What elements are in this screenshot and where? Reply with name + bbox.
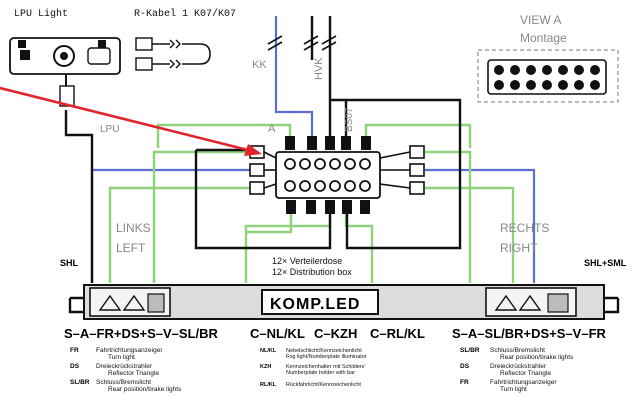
legend-de: Rückfahrlicht/Kennzeichenlicht — [286, 382, 361, 388]
lpu-light-title: LPU Light — [14, 8, 68, 20]
legend-de: Dreieckrückstrahler — [96, 363, 153, 370]
kk-label: KK — [252, 59, 267, 71]
view-a-montage: VIEW A Montage — [477, 13, 619, 103]
shl-sml-label: SHL+SML — [584, 258, 627, 268]
distribution-box-label: 12× Distribution box — [272, 267, 352, 277]
pointer-arrow — [0, 86, 262, 156]
legend-en: Numberplate holder with bar — [286, 370, 355, 376]
r-kabel: R-Kabel 1 K07/K07 — [134, 8, 236, 71]
left-lamp-codes: S–A–FR+DS+S–V–SL/BR — [64, 326, 219, 341]
legend-code: FR — [70, 347, 79, 354]
center-code-rl-kl: C–RL/KL — [370, 326, 425, 341]
verteilerdose-label: 12× Verteilerdose — [272, 256, 342, 266]
legend-code: SL/BR — [460, 347, 480, 354]
legend-en: Turn light — [500, 386, 527, 393]
links-label: LINKS — [116, 221, 151, 235]
hvk-label: HVK — [313, 57, 325, 80]
legend-de: Fahrtrichtungsanzeiger — [96, 347, 163, 354]
left-legend: FR Fahrtrichtungsanzeiger Turn light DS … — [70, 347, 182, 393]
cable-marks — [267, 35, 337, 51]
view-a-title: VIEW A — [520, 13, 561, 27]
legend-code: NL/KL — [260, 348, 277, 354]
legend-en: Fog light/Numberplate illuminator — [286, 354, 367, 360]
legend-de: Schluss/Bremslicht — [490, 347, 545, 354]
lpu-light-unit: LPU Light — [9, 8, 121, 107]
view-a-marker: A — [268, 123, 276, 135]
right-label: RIGHT — [500, 241, 538, 255]
legend-code: RL/KL — [260, 382, 277, 388]
legend-en: Reflector Triangle — [500, 370, 551, 377]
legend-de: Dreieckrückstrahler — [490, 363, 547, 370]
black-wires — [64, 16, 462, 283]
montage-title: Montage — [520, 31, 567, 45]
legend-en: Reflector Triangle — [108, 370, 159, 377]
distribution-box — [249, 136, 425, 214]
legend-code: FR — [460, 379, 469, 386]
center-code-kzh: C–KZH — [314, 326, 357, 341]
rechts-label: RECHTS — [500, 221, 549, 235]
r-kabel-label: R-Kabel 1 K07/K07 — [134, 8, 236, 20]
legend-en: Rear position/brake lights — [500, 354, 574, 361]
legend-en: Turn light — [108, 354, 135, 361]
legend-code: DS — [460, 363, 470, 370]
komp-led-label: KOMP.LED — [270, 296, 360, 313]
center-legend: NL/KL Nebelschlicht/Kennzeichenlicht Fog… — [260, 348, 367, 388]
center-code-nl-kl: C–NL/KL — [250, 326, 305, 341]
shl-left-label: SHL — [60, 258, 79, 268]
rear-light-bar: KOMP.LED — [68, 284, 620, 320]
right-lamp-codes: S–A–SL/BR+DS+S–V–FR — [452, 326, 607, 341]
legend-code: KZH — [260, 364, 271, 370]
legend-de: Nebelschlicht/Kennzeichenlicht — [286, 348, 362, 354]
right-legend: SL/BR Schluss/Bremslicht Rear position/b… — [460, 347, 574, 393]
left-label: LEFT — [116, 241, 146, 255]
legend-code: DS — [70, 363, 80, 370]
legend-de: Schluss/Bremslicht — [96, 379, 151, 386]
lpu-label: LPU — [100, 124, 119, 135]
legend-de: Fahrtrichtungsanzeiger — [490, 379, 557, 386]
legend-code: SL/BR — [70, 379, 90, 386]
bs07-label: BS07 — [344, 107, 355, 132]
legend-de: Kennzeichenhalter mit Schilden/ — [286, 364, 365, 370]
legend-en: Rear position/brake lights — [108, 386, 182, 393]
